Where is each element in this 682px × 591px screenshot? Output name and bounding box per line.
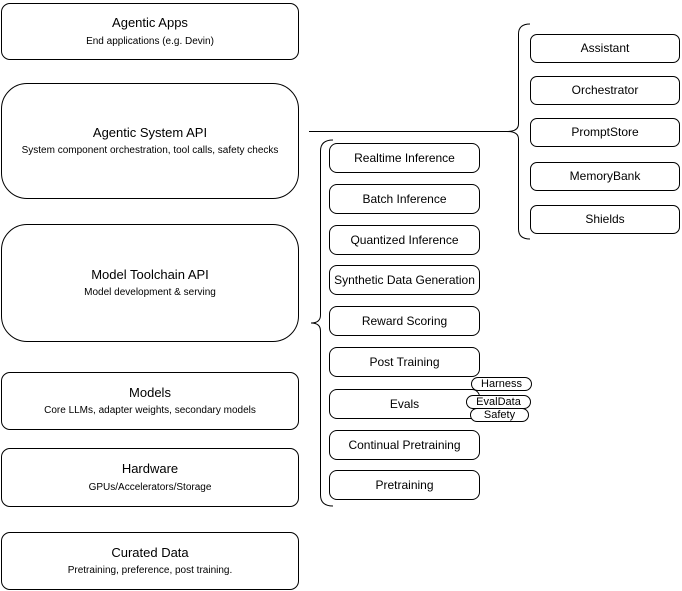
tag-safety: Safety	[470, 408, 529, 422]
node-title: Hardware	[121, 461, 179, 477]
node-subtitle: Pretraining, preference, post training.	[67, 565, 233, 577]
node-subtitle: Model development & serving	[84, 287, 216, 299]
node-assistant: Assistant	[530, 34, 680, 63]
node-quantized-inference: Quantized Inference	[329, 225, 480, 255]
node-continual-pretraining: Continual Pretraining	[329, 430, 480, 460]
node-post-training: Post Training	[329, 347, 480, 377]
node-hardware: Hardware GPUs/Accelerators/Storage	[1, 448, 299, 507]
node-realtime-inference: Realtime Inference	[329, 143, 480, 173]
node-title: Model Toolchain API	[91, 266, 209, 282]
node-agentic-apps: Agentic Apps End applications (e.g. Devi…	[1, 3, 299, 60]
node-title: Agentic Apps	[112, 15, 188, 31]
node-subtitle: Core LLMs, adapter weights, secondary mo…	[44, 405, 256, 417]
node-subtitle: System component orchestration, tool cal…	[21, 145, 279, 157]
tag-evaldata: EvalData	[466, 395, 531, 409]
node-curated-data: Curated Data Pretraining, preference, po…	[1, 532, 299, 590]
system-group-bracket	[506, 23, 531, 240]
node-batch-inference: Batch Inference	[329, 184, 480, 214]
node-shields: Shields	[530, 205, 680, 234]
node-models: Models Core LLMs, adapter weights, secon…	[1, 372, 299, 430]
node-title: Curated Data	[111, 544, 189, 560]
node-memorybank: MemoryBank	[530, 162, 680, 191]
node-subtitle: GPUs/Accelerators/Storage	[88, 481, 212, 493]
node-orchestrator: Orchestrator	[530, 76, 680, 105]
node-title: Models	[129, 384, 171, 400]
node-subtitle: End applications (e.g. Devin)	[86, 35, 214, 47]
node-reward-scoring: Reward Scoring	[329, 306, 480, 336]
node-pretraining: Pretraining	[329, 470, 480, 500]
node-evals: Evals	[329, 389, 480, 419]
toolchain-group-bracket	[310, 139, 334, 507]
node-synthetic-data-generation: Synthetic Data Generation	[329, 265, 480, 295]
node-title: Agentic System API	[92, 124, 208, 140]
tag-harness: Harness	[471, 377, 532, 391]
node-model-toolchain-api: Model Toolchain API Model development & …	[1, 224, 299, 342]
node-promptstore: PromptStore	[530, 118, 680, 147]
node-agentic-system-api: Agentic System API System component orch…	[1, 83, 299, 199]
